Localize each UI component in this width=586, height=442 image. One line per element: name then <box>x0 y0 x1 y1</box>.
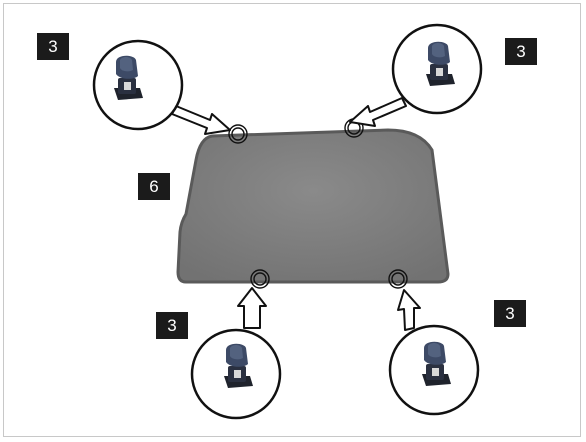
attach-point-bottom-left <box>250 269 270 289</box>
callout-label-bottom-left: 3 <box>156 312 188 339</box>
callout-label-top-right: 3 <box>505 38 537 65</box>
sunshade-panel <box>176 128 450 284</box>
arrow-top-right <box>349 97 407 127</box>
detail-circle-bottom-right <box>388 324 480 416</box>
attach-point-top-left <box>228 124 248 144</box>
arrow-top-left <box>171 105 231 135</box>
arrow-bottom-right <box>397 289 421 331</box>
callout-label-bottom-right: 3 <box>494 300 526 327</box>
attach-point-bottom-right <box>388 269 408 289</box>
arrow-bottom-left <box>237 287 267 329</box>
diagram-frame <box>3 3 581 437</box>
detail-circle-top-left <box>92 39 184 131</box>
detail-circle-top-right <box>391 23 483 115</box>
callout-label-panel: 6 <box>138 173 170 200</box>
callout-label-top-left: 3 <box>37 33 69 60</box>
detail-circle-bottom-left <box>190 328 282 420</box>
